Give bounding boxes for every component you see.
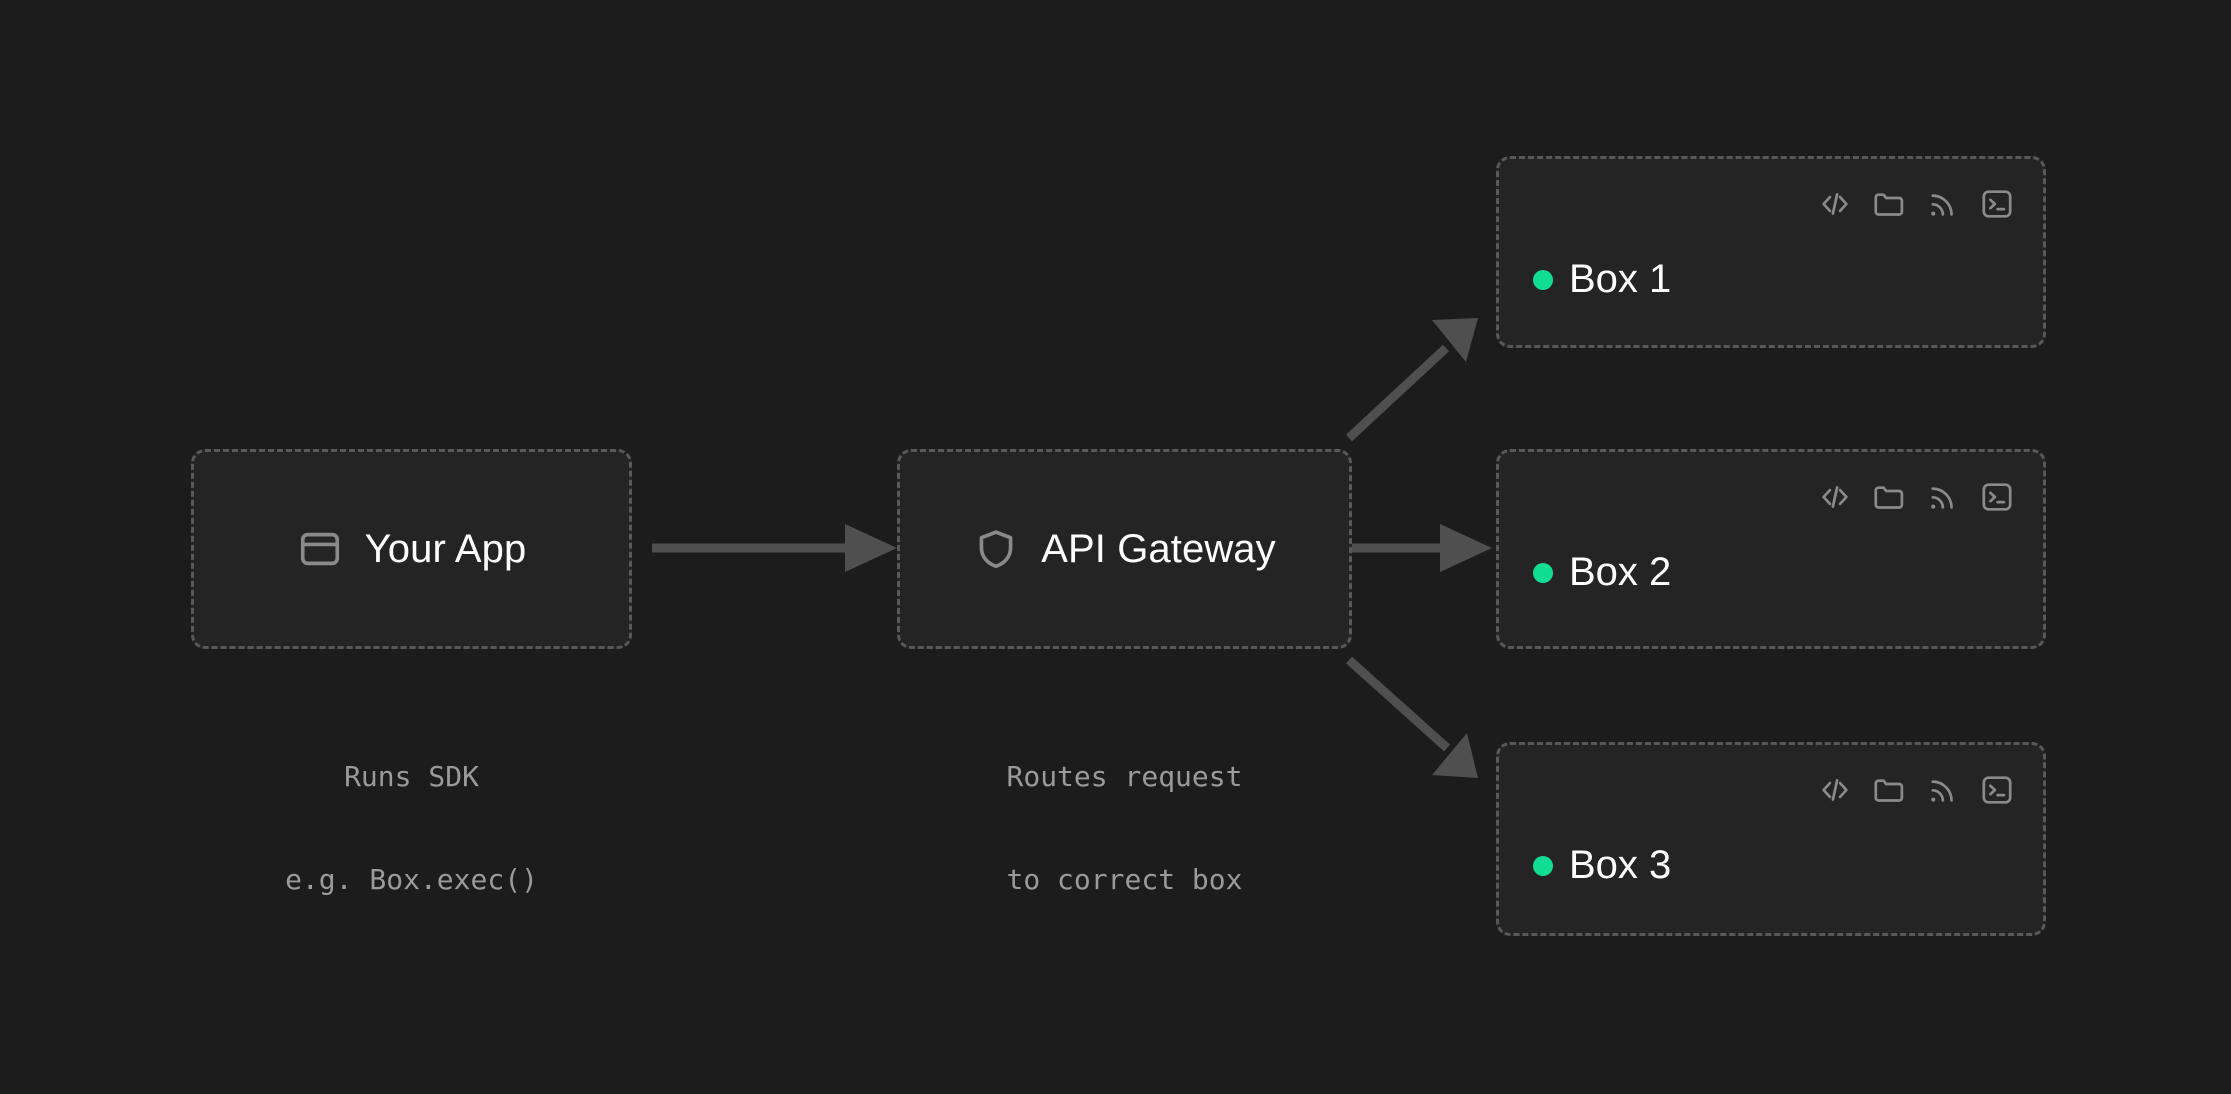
folder-icon[interactable]	[1871, 186, 1907, 222]
card-box-3-icons	[1527, 771, 2015, 809]
terminal-icon[interactable]	[1979, 186, 2015, 222]
card-box-2-icons	[1527, 478, 2015, 516]
folder-icon[interactable]	[1871, 479, 1907, 515]
card-box-1-icons	[1527, 185, 2015, 223]
rss-icon[interactable]	[1925, 479, 1961, 515]
window-panel-icon	[297, 526, 343, 572]
status-dot-online	[1533, 562, 1553, 583]
shield-icon	[973, 526, 1019, 572]
card-box-1-title: Box 1	[1569, 257, 1672, 301]
code-icon[interactable]	[1817, 186, 1853, 222]
card-box-2-title: Box 2	[1569, 550, 1672, 594]
node-api-gateway-label: API Gateway	[1041, 526, 1276, 571]
caption-api-gateway: Routes request to correct box	[897, 692, 1352, 965]
edge-gateway-to-box3	[1345, 656, 1478, 778]
node-api-gateway[interactable]: API Gateway	[897, 449, 1352, 649]
status-dot-online	[1533, 855, 1553, 876]
edge-gateway-to-box1	[1345, 318, 1478, 442]
caption-your-app-line2: e.g. Box.exec()	[285, 862, 538, 896]
rss-icon[interactable]	[1925, 186, 1961, 222]
card-box-2[interactable]: Box 2	[1496, 449, 2046, 649]
caption-api-gateway-line2: to correct box	[1006, 862, 1243, 896]
node-your-app[interactable]: Your App	[191, 449, 632, 649]
card-box-3-title: Box 3	[1569, 843, 1672, 887]
terminal-icon[interactable]	[1979, 772, 2015, 808]
rss-icon[interactable]	[1925, 772, 1961, 808]
card-box-2-title-row: Box 2	[1527, 550, 2015, 595]
caption-api-gateway-line1: Routes request	[1006, 760, 1243, 794]
caption-your-app: Runs SDK e.g. Box.exec()	[191, 692, 632, 965]
code-icon[interactable]	[1817, 772, 1853, 808]
node-your-app-label: Your App	[364, 526, 527, 571]
folder-icon[interactable]	[1871, 772, 1907, 808]
edge-app-to-gateway	[652, 524, 897, 572]
card-box-1[interactable]: Box 1	[1496, 156, 2046, 348]
terminal-icon[interactable]	[1979, 479, 2015, 515]
status-dot-online	[1533, 269, 1553, 290]
card-box-3-title-row: Box 3	[1527, 843, 2015, 888]
card-box-1-title-row: Box 1	[1527, 257, 2015, 302]
caption-your-app-line1: Runs SDK	[344, 760, 479, 794]
code-icon[interactable]	[1817, 479, 1853, 515]
card-box-3[interactable]: Box 3	[1496, 742, 2046, 936]
edge-gateway-to-box2	[1352, 524, 1492, 572]
